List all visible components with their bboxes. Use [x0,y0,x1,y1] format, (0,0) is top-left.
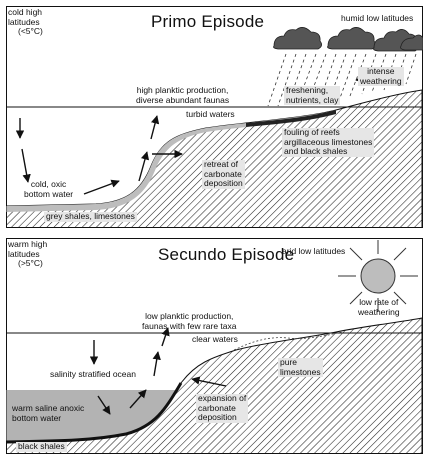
primo-retreat-line: retreat of [204,159,239,169]
primo-fouling-label: fouling of reefs argillaceous limestones… [282,127,375,157]
secundo-corner-line: warm high [8,239,48,249]
secundo-weathering-line: weathering [358,306,400,317]
primo-freshening-line: nutrients, clay [286,94,339,105]
secundo-weathering-label: low rate of weathering [358,297,400,317]
primo-arrow-up-1 [138,151,150,182]
primo-black-shale-band [246,110,336,127]
secundo-corner-line: latitudes [8,248,40,259]
secundo-weathering-line: low rate of [359,297,399,307]
secundo-expansion-line: expansion of [198,393,247,403]
secundo-bottom-line: bottom water [12,412,62,423]
secundo-climate-label: arid low latitudes [282,246,346,256]
primo-clouds-icon [273,27,423,52]
primo-retreat-line: carbonate [204,168,242,179]
secundo-production-label: low planktic production, faunas with few… [142,311,237,331]
secundo-expansion-line: deposition [198,412,237,422]
secundo-black-shale-line [6,382,183,444]
primo-title: Primo Episode [151,12,265,31]
secundo-arrow-up-1 [152,351,161,377]
secundo-arrow-down-2 [97,395,111,415]
secundo-limestones-label: pure limestones [278,357,323,377]
primo-panel: cold high latitudes (<5°C) Primo Episode… [6,6,423,228]
secundo-title: Secundo Episode [158,245,295,264]
secundo-arrow-expansion [191,376,227,387]
secundo-limestones-line: pure [280,357,298,367]
secundo-corner-label: warm high latitudes (>5°C) [8,239,48,269]
primo-diagram [6,6,423,228]
secundo-expansion-label: expansion of carbonate deposition [196,393,249,423]
secundo-bottom-label: warm saline anoxic bottom water [12,403,85,423]
primo-weathering-label: intense weathering [358,66,404,86]
sun-icon [338,240,418,312]
primo-fouling-line: fouling of reefs [284,127,340,137]
primo-arrow-down-2 [21,148,31,183]
primo-waters-label: turbid waters [186,109,235,119]
secundo-production-line: faunas with few rare taxa [142,320,237,331]
primo-fouling-line: argillaceous limestones [284,136,373,147]
secundo-panel: warm high latitudes (>5°C) Secundo Episo… [6,238,423,454]
primo-freshening-label: freshening, nutrients, clay [284,85,341,105]
secundo-arrow-up-2 [161,327,170,347]
secundo-arrows [89,327,227,415]
primo-freshening-line: freshening, [286,85,329,95]
secundo-waters-label: clear waters [192,334,238,344]
primo-fouling-line: and black shales [284,146,348,156]
primo-bottom-line: bottom water [24,188,74,199]
primo-production-label: high planktic production, diverse abunda… [136,85,230,105]
primo-arrow-across [83,179,120,195]
secundo-arrow-across [129,389,147,409]
primo-bottom-label: cold, oxic bottom water [24,179,74,199]
primo-corner-line: cold high [8,7,43,17]
secundo-sediment-label: black shales [16,441,67,452]
primo-corner-label: cold high latitudes (<5°C) [8,7,43,37]
secundo-salinity-label: salinity stratified ocean [50,369,136,379]
primo-production-line: high planktic production, [136,85,229,95]
primo-climate-label: humid low latitudes [341,13,414,23]
secundo-production-line: low planktic production, [145,311,234,321]
primo-corner-line: (<5°C) [18,26,43,36]
secundo-diagram [6,238,423,454]
primo-retreat-label: retreat of carbonate deposition [202,159,245,189]
primo-bottom-line: cold, oxic [30,179,67,189]
secundo-reef-icon [233,331,343,351]
secundo-expansion-line: carbonate [198,402,236,413]
primo-corner-line: latitudes [8,16,40,27]
primo-production-line: diverse abundant faunas [136,94,230,105]
primo-sediment-label: grey shales, limestones [44,211,137,222]
secundo-corner-line: (>5°C) [18,258,43,268]
primo-arrow-up-2 [150,115,160,140]
primo-retreat-line: deposition [204,178,243,188]
primo-weathering-line: intense [367,66,395,76]
primo-weathering-line: weathering [360,75,402,86]
secundo-limestones-line: limestones [280,366,321,377]
secundo-bottom-line: warm saline anoxic [12,403,85,413]
